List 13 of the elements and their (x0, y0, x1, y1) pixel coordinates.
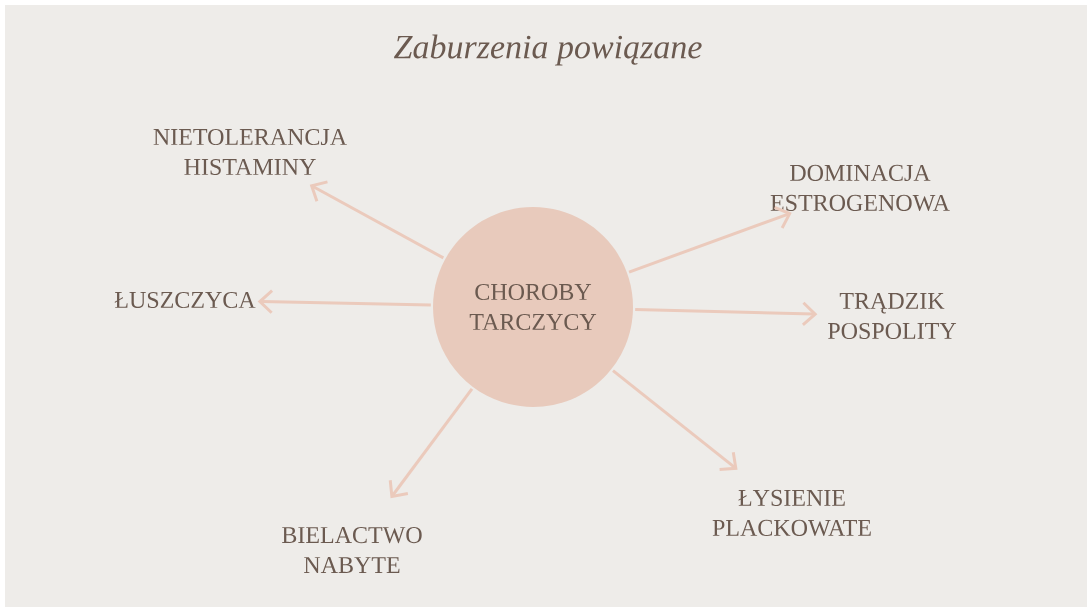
topic-label: ŁYSIENIE PLACKOWATE (712, 489, 871, 537)
topic-label: DOMINACJA ESTROGENOWA (770, 164, 950, 212)
arrow (612, 369, 738, 471)
topic-label: TRĄDZIK POSPOLITY (828, 292, 957, 340)
arrow (257, 289, 431, 314)
topic-label: NIETOLERANCJA HISTAMINY (153, 128, 347, 176)
arrow (388, 388, 474, 499)
title: Zaburzenia powiązane (394, 34, 702, 66)
arrow (635, 301, 818, 326)
arrow (628, 205, 792, 274)
topic-label: ŁUSZCZYCA (114, 291, 256, 309)
arrow (309, 180, 445, 260)
topic-label: BIELACTWO NABYTE (282, 527, 422, 573)
